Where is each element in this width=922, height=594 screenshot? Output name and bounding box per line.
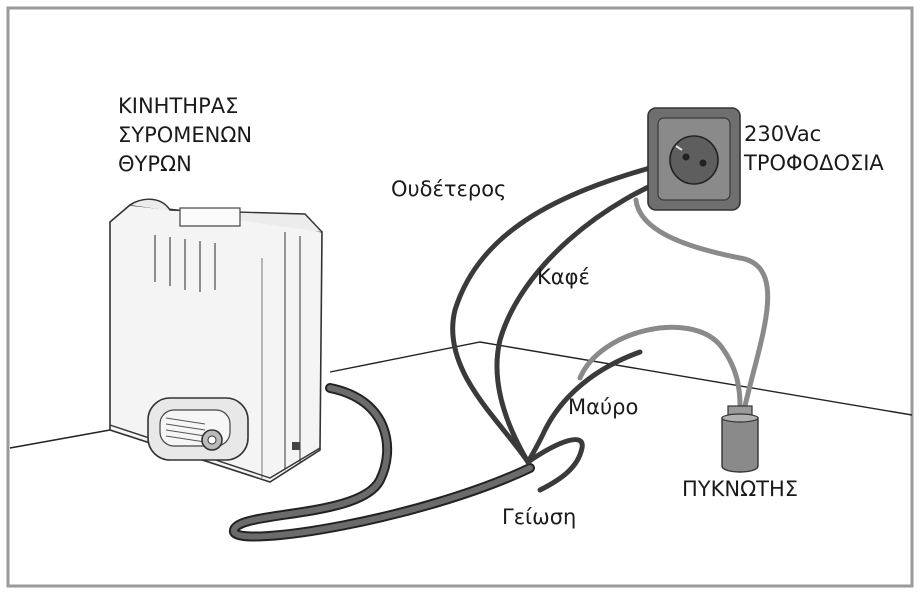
capacitor-label: ΠΥΚΝΩΤΗΣ — [682, 477, 799, 501]
motor-title-line-1: ΚΙΝΗΤΗΡΑΣ — [118, 94, 239, 118]
motor-title-line-3: ΘΥΡΩΝ — [118, 152, 192, 176]
frame-border — [6, 6, 914, 588]
brown-wire-label: Καφέ — [537, 265, 590, 289]
dark-wires — [450, 157, 693, 493]
wall-socket — [647, 107, 741, 211]
motor-title-line-2: ΣΥΡΟΜΕΝΩΝ — [118, 123, 253, 147]
capacitor-wire-b — [577, 324, 743, 409]
floor-lines — [9, 341, 913, 449]
capacitor-wire-a — [633, 197, 771, 409]
neutral-wire-label: Ουδέτερος — [391, 177, 507, 201]
ground-wire-tail — [525, 437, 585, 493]
power-supply-label: 230Vac ΤΡΟΦΟΔΟΣΙΑ — [744, 120, 884, 178]
black-wire-label: Μαύρο — [568, 395, 639, 419]
motor-unit — [109, 198, 323, 483]
power-supply-text: ΤΡΟΦΟΔΟΣΙΑ — [744, 151, 884, 175]
motor-title: ΚΙΝΗΤΗΡΑΣ ΣΥΡΟΜΕΝΩΝ ΘΥΡΩΝ — [118, 92, 252, 179]
power-voltage: 230Vac — [744, 122, 822, 146]
black-wire — [525, 349, 643, 465]
ground-wire-label: Γείωση — [502, 505, 577, 529]
brown-wire — [494, 167, 693, 465]
neutral-wire — [450, 157, 683, 465]
capacitor — [721, 405, 759, 473]
